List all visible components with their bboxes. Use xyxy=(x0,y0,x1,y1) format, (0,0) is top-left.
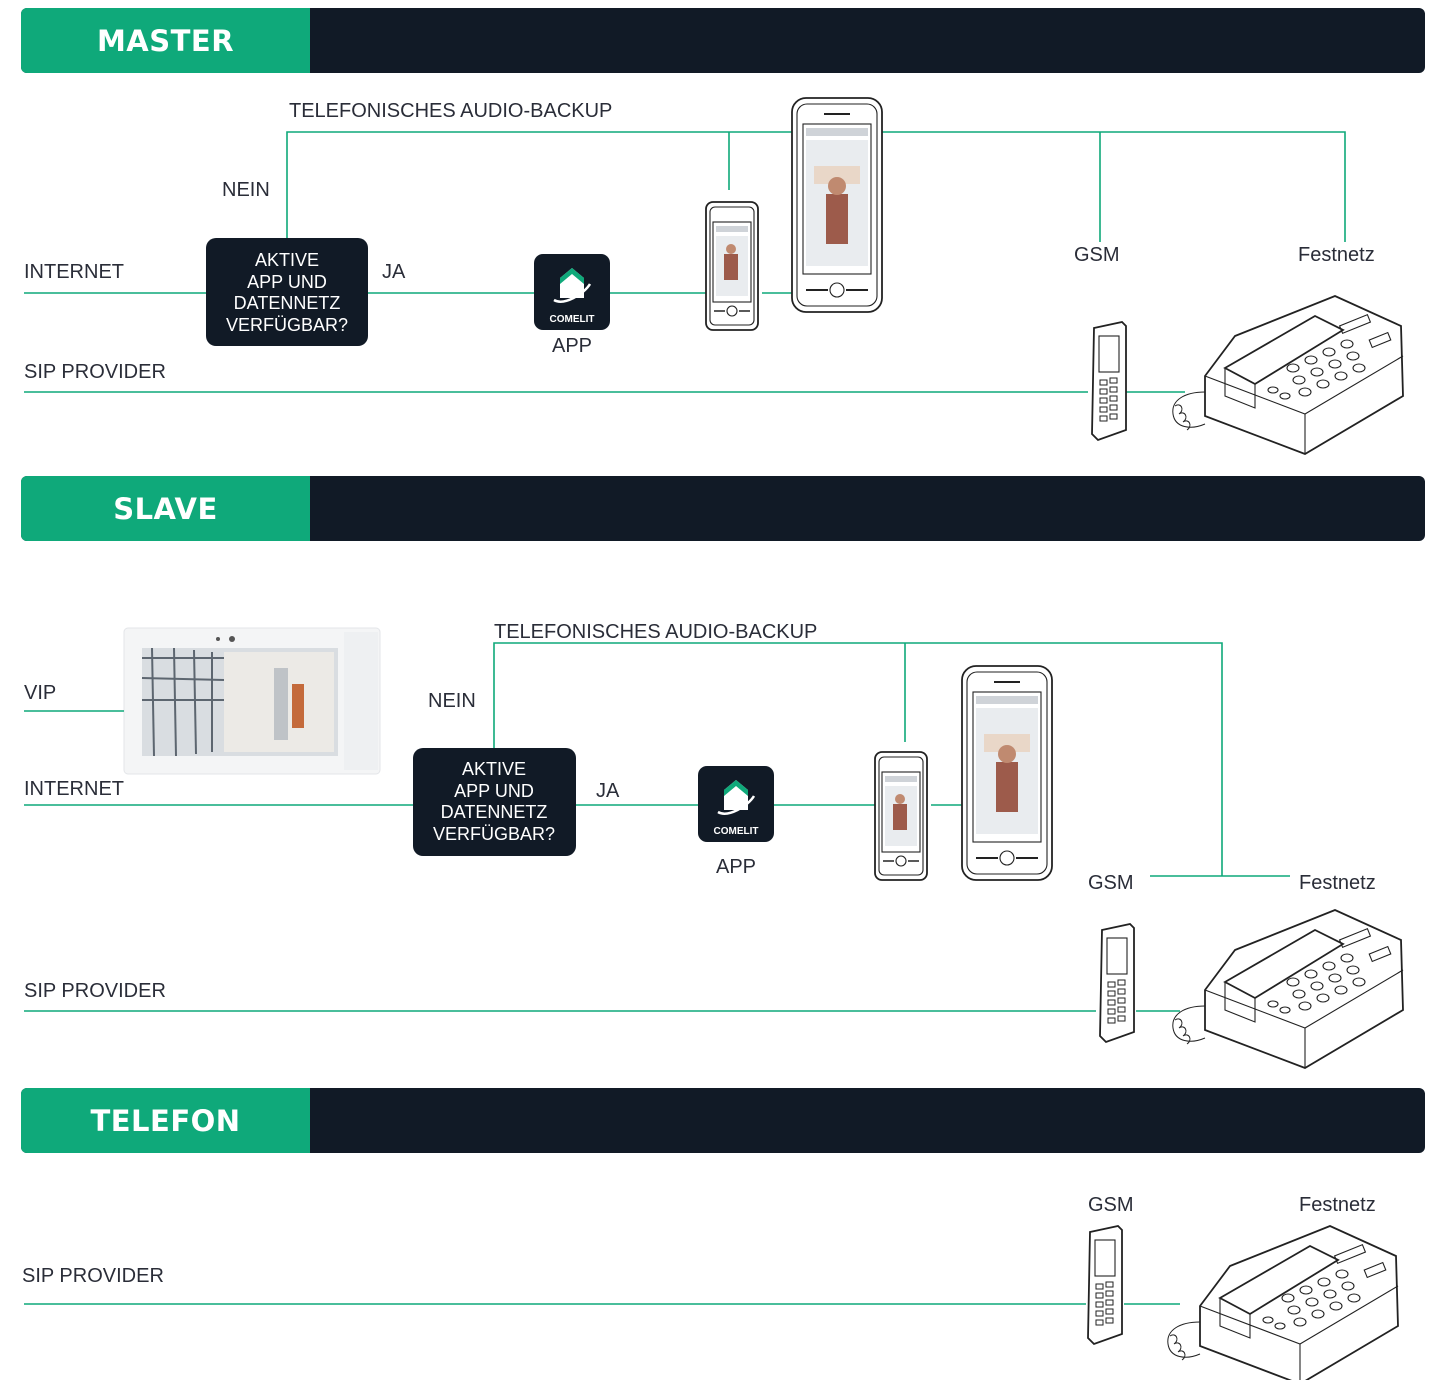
desk-phone-icon xyxy=(1171,295,1404,455)
mobile-phone-icon xyxy=(1099,923,1135,1043)
mobile-phone-icon xyxy=(1087,1225,1123,1345)
svg-text:COMELIT: COMELIT xyxy=(714,826,759,837)
decision-line-1: AKTIVE xyxy=(462,759,526,779)
slave-section: TELEFONISCHES AUDIO-BACKUP VIP NEIN INTE… xyxy=(24,621,1404,1069)
section-bar-slave: SLAVE xyxy=(21,476,1425,541)
section-title-telefon: TELEFON xyxy=(21,1088,310,1153)
smartphone-icon xyxy=(705,201,759,331)
landline-label-telefon: Festnetz xyxy=(1299,1194,1376,1216)
decision-box-master xyxy=(206,238,368,346)
decision-line-4: VERFÜGBAR? xyxy=(226,315,348,335)
app-label-master: APP xyxy=(552,335,592,357)
yes-label-master: JA xyxy=(382,261,406,283)
audio-backup-label-slave: TELEFONISCHES AUDIO-BACKUP xyxy=(494,621,817,643)
desk-phone-icon xyxy=(1166,1225,1399,1380)
comelit-app-icon: COMELIT xyxy=(534,254,610,330)
telefon-section: SIP PROVIDER GSM Festnetz xyxy=(22,1194,1399,1380)
gsm-label-master: GSM xyxy=(1074,244,1120,266)
gsm-label-slave: GSM xyxy=(1088,872,1134,894)
gsm-label-telefon: GSM xyxy=(1088,1194,1134,1216)
section-bar-master: MASTER xyxy=(21,8,1425,73)
tablet-icon xyxy=(961,665,1053,881)
no-label-slave: NEIN xyxy=(428,690,476,712)
smartphone-icon xyxy=(874,751,928,881)
no-label-master: NEIN xyxy=(222,179,270,201)
sip-label-master: SIP PROVIDER xyxy=(24,361,166,383)
video-monitor-icon xyxy=(123,627,381,775)
landline-label-slave: Festnetz xyxy=(1299,872,1376,894)
landline-label-master: Festnetz xyxy=(1298,244,1375,266)
section-bar-telefon: TELEFON xyxy=(21,1088,1425,1153)
audio-backup-line-slave xyxy=(493,642,1223,876)
decision-line-2: APP UND xyxy=(454,781,534,801)
decision-line-4: VERFÜGBAR? xyxy=(433,824,555,844)
section-title-slave: SLAVE xyxy=(21,476,310,541)
decision-line-2: APP UND xyxy=(247,272,327,292)
decision-line-3: DATENNETZ xyxy=(441,802,548,822)
sip-label-slave: SIP PROVIDER xyxy=(24,980,166,1002)
comelit-app-icon: COMELIT xyxy=(698,766,774,842)
internet-label-slave: INTERNET xyxy=(24,778,124,800)
tablet-icon xyxy=(791,97,883,313)
yes-label-slave: JA xyxy=(596,780,620,802)
internet-label-master: INTERNET xyxy=(24,261,124,283)
decision-box-slave xyxy=(413,748,576,856)
section-title-master: MASTER xyxy=(21,8,310,73)
decision-line-3: DATENNETZ xyxy=(234,293,341,313)
vip-label: VIP xyxy=(24,682,56,704)
audio-backup-label-master: TELEFONISCHES AUDIO-BACKUP xyxy=(289,100,612,122)
app-label-slave: APP xyxy=(716,856,756,878)
desk-phone-icon xyxy=(1171,909,1404,1069)
master-section: TELEFONISCHES AUDIO-BACKUP NEIN INTERNET… xyxy=(24,97,1404,455)
sip-label-telefon: SIP PROVIDER xyxy=(22,1265,164,1287)
mobile-phone-icon xyxy=(1091,321,1127,441)
decision-line-1: AKTIVE xyxy=(255,250,319,270)
svg-text:COMELIT: COMELIT xyxy=(550,314,595,325)
